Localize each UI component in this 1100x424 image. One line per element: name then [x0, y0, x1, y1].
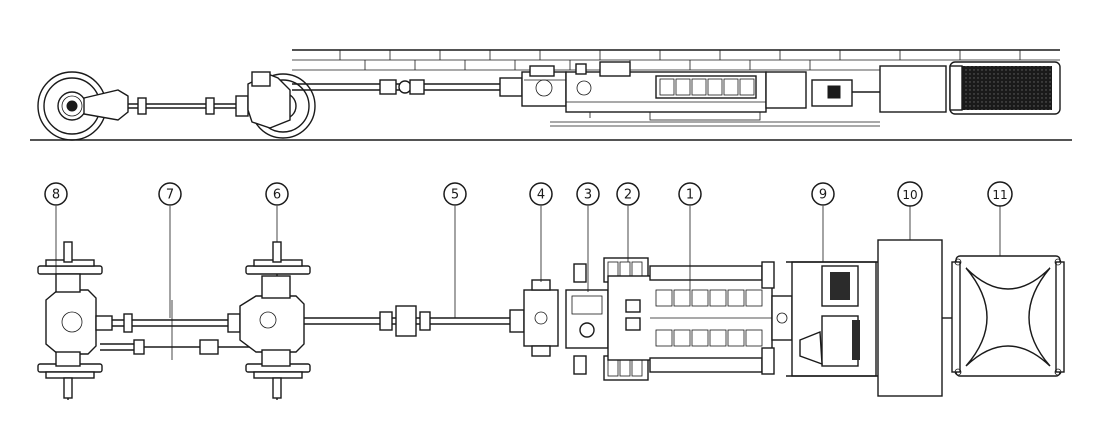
side-gearbox-rear — [247, 73, 291, 129]
callout-label-1: 1 — [686, 188, 694, 203]
side-generator — [765, 71, 880, 109]
callout-label-2: 2 — [624, 188, 632, 203]
callout-6: 6 — [265, 182, 289, 206]
callout-label-8: 8 — [52, 188, 60, 203]
callout-10: 10 — [897, 181, 923, 207]
callout-5: 5 — [443, 182, 467, 206]
side-cardan-shaft — [292, 77, 523, 97]
callout-label-4: 4 — [537, 188, 545, 203]
plan-axle-left — [37, 241, 113, 400]
side-cooling-unit — [949, 61, 1061, 115]
callout-label-9: 9 — [819, 188, 827, 203]
side-radiator — [879, 65, 947, 113]
plan-axle-right — [239, 241, 311, 400]
side-elevation — [30, 49, 1072, 141]
plan-generator — [786, 261, 880, 377]
callout-label-7: 7 — [166, 188, 174, 203]
callout-label-6: 6 — [273, 188, 281, 203]
side-engine — [565, 61, 767, 121]
callout-1: 1 — [678, 182, 702, 206]
callout-3: 3 — [576, 182, 600, 206]
callout-4: 4 — [529, 182, 553, 206]
callouts: 1 2 3 4 5 6 7 8 — [44, 181, 1013, 318]
plan-intermediate-shaft — [100, 300, 250, 360]
plan-engine — [565, 257, 793, 381]
callout-label-3: 3 — [584, 188, 592, 203]
plan-radiator — [877, 239, 943, 397]
callout-label-5: 5 — [451, 188, 459, 203]
plan-cardan-shaft — [304, 305, 525, 337]
callout-9: 9 — [811, 182, 835, 206]
callout-2: 2 — [616, 182, 640, 206]
callout-11: 11 — [987, 181, 1013, 207]
plan-fan-unit — [951, 255, 1065, 377]
callout-label-10: 10 — [902, 188, 917, 202]
callout-7: 7 — [158, 182, 182, 206]
callout-8: 8 — [44, 182, 68, 206]
plan-reversing-gear — [523, 279, 559, 357]
plan-view — [37, 239, 1065, 400]
side-reversing-gear — [521, 65, 567, 107]
callout-label-11: 11 — [992, 188, 1007, 202]
side-axle-arm-left — [83, 89, 129, 121]
